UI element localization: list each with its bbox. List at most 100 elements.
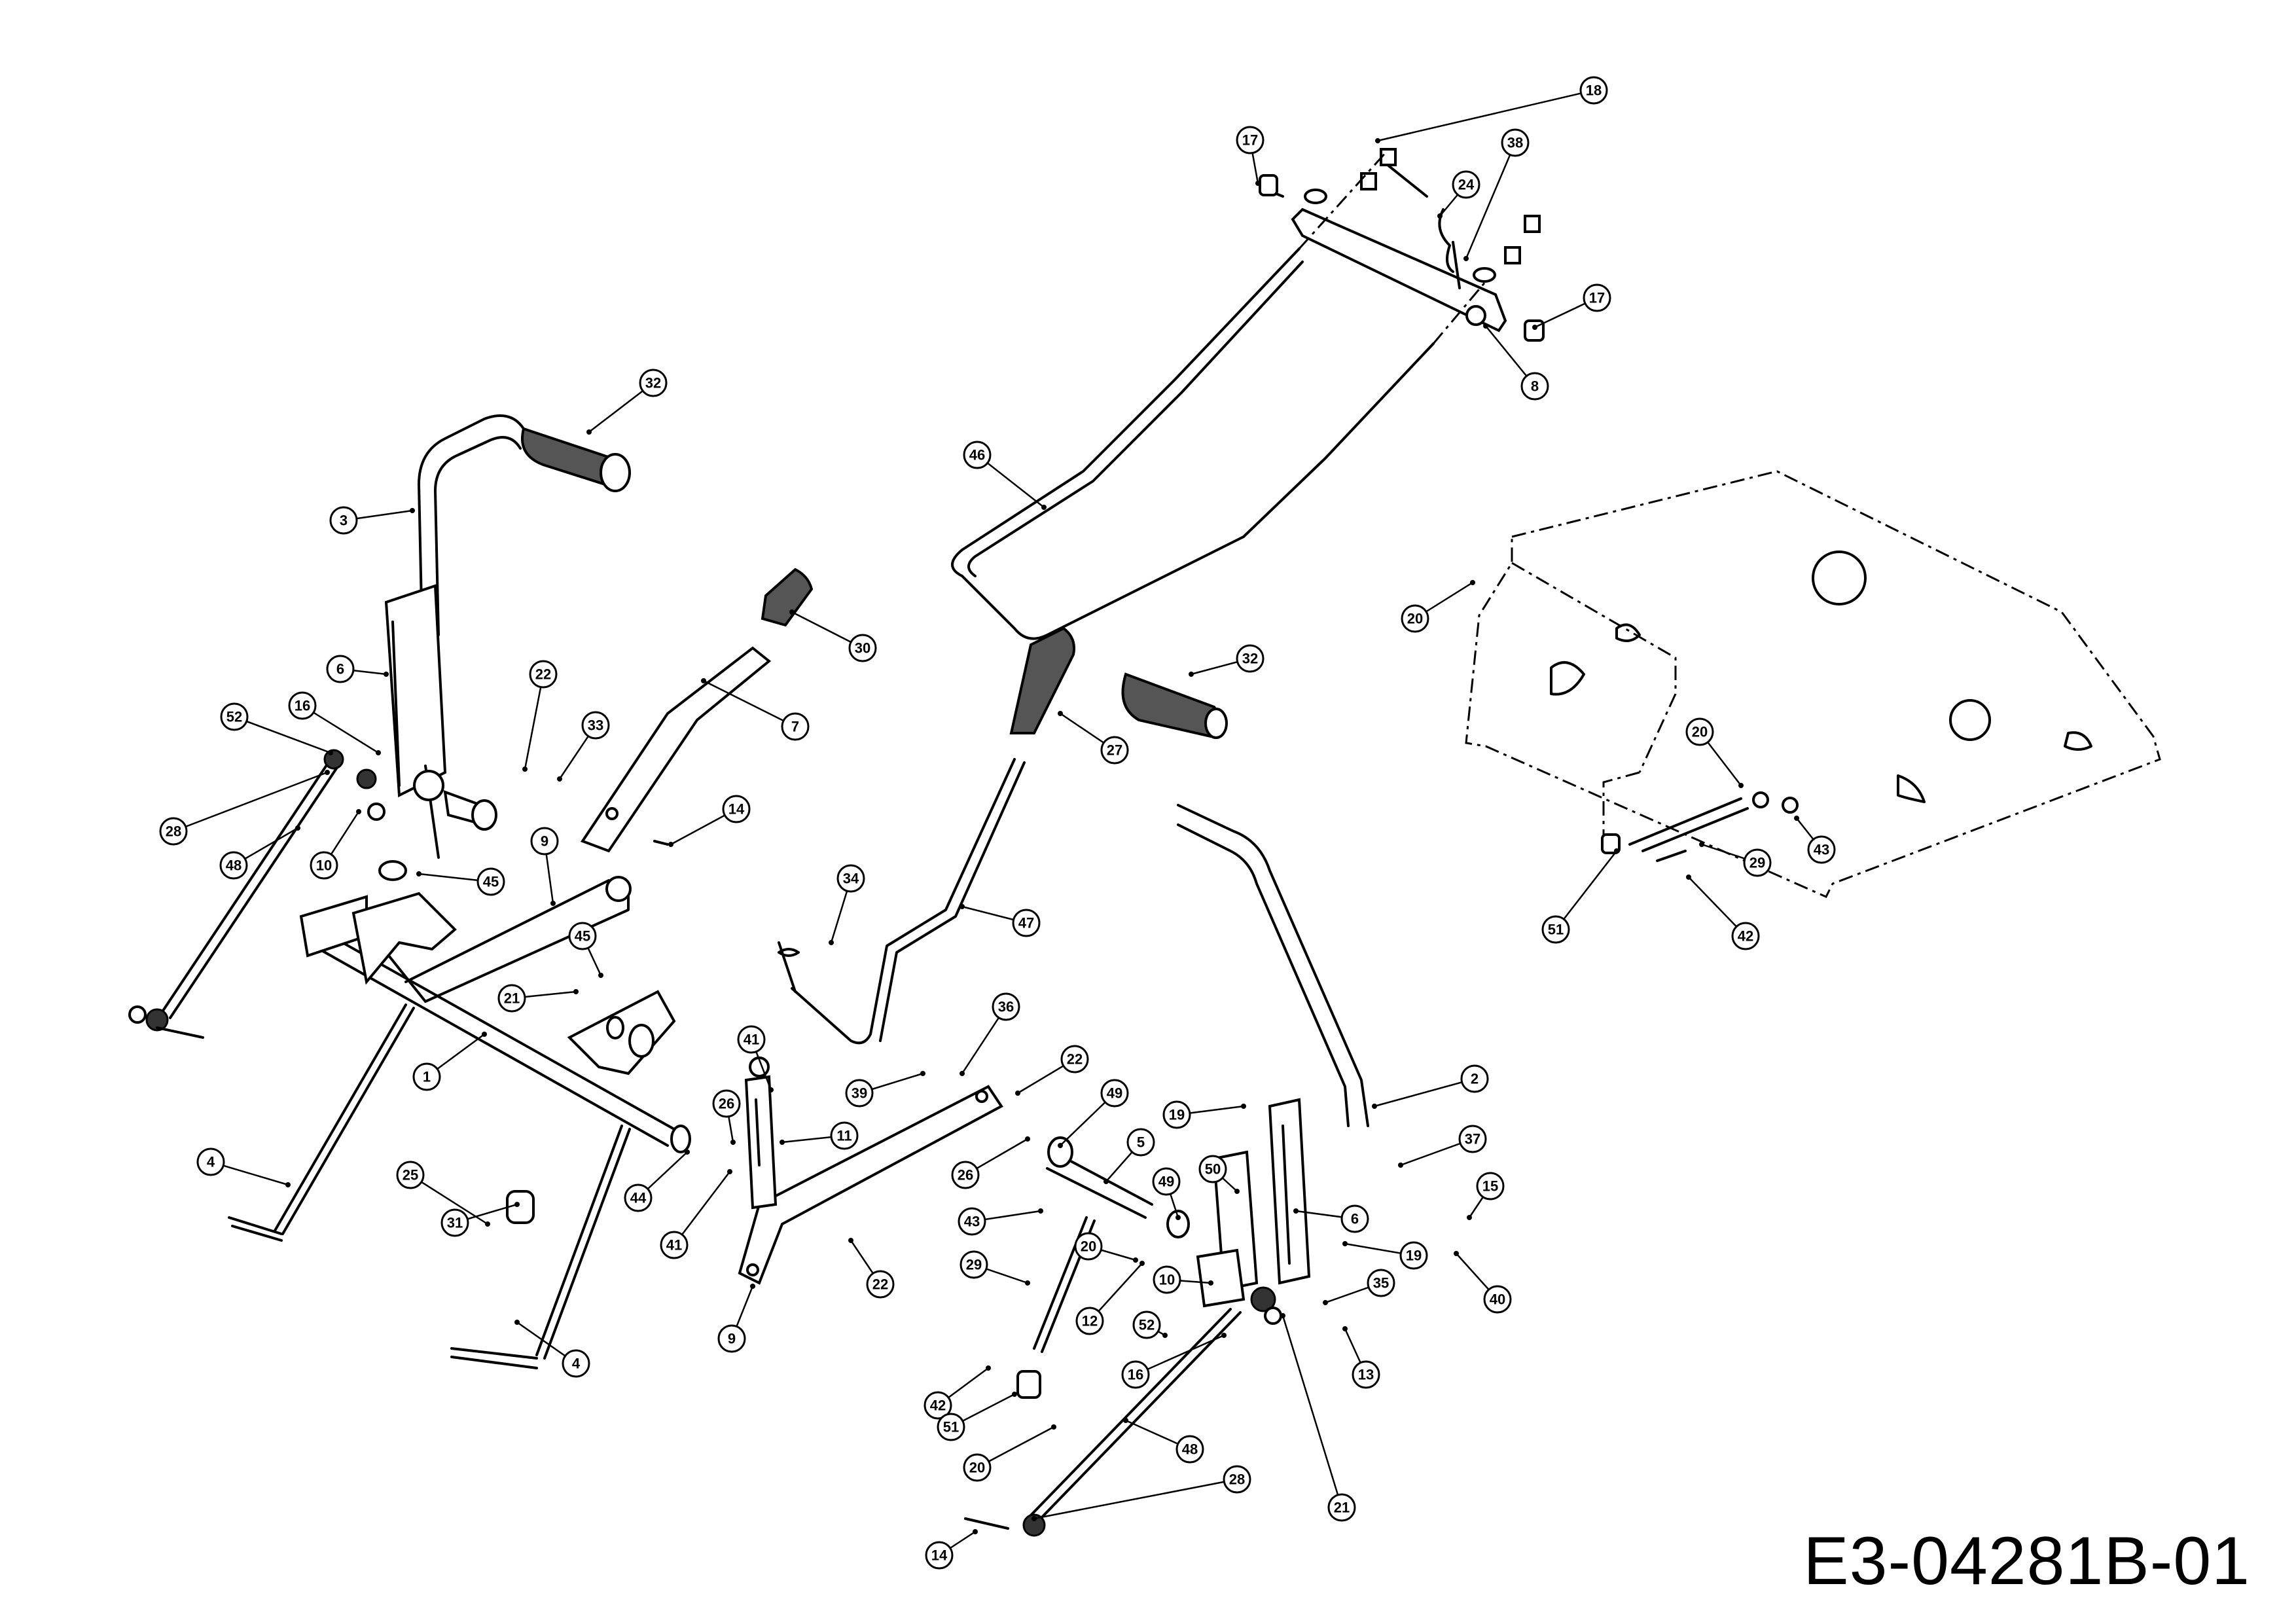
callout-circle — [924, 1391, 952, 1420]
callout-number: 16 — [1128, 1367, 1143, 1383]
leader-end-c34 — [829, 940, 834, 945]
callout-number: 6 — [336, 661, 344, 677]
callout-c46: 46 — [963, 441, 992, 469]
leader-end-c30 — [789, 609, 795, 615]
leader-end-c24 — [1437, 213, 1443, 219]
callout-circle — [925, 1541, 954, 1570]
leader-end-c43b — [1038, 1208, 1043, 1214]
callout-number: 10 — [316, 857, 332, 874]
callout-c7: 7 — [781, 712, 810, 741]
callout-circle — [1175, 1435, 1204, 1464]
callout-circle — [476, 867, 505, 896]
callout-c43b: 43 — [958, 1207, 986, 1236]
leader-end-c5 — [1103, 1179, 1109, 1184]
callout-c31: 31 — [440, 1208, 469, 1237]
callout-c8: 8 — [1520, 372, 1549, 401]
callout-number: 29 — [1749, 855, 1765, 871]
callout-circle — [937, 1413, 965, 1441]
callout-c28a: 28 — [159, 817, 188, 846]
leader-end-c9b — [750, 1284, 755, 1289]
leader-end-c4b — [514, 1320, 520, 1325]
leader-end-c51a — [1614, 848, 1619, 854]
callout-circle — [568, 922, 597, 950]
leader-end-c21b — [1280, 1313, 1285, 1318]
leader-end-c18a — [1375, 138, 1380, 143]
callout-number: 20 — [1081, 1238, 1096, 1255]
callout-circle — [1743, 848, 1772, 877]
leader-end-c3 — [410, 508, 415, 513]
callout-number: 41 — [666, 1237, 682, 1254]
leader-end-c20b — [1738, 783, 1744, 788]
rod-47 — [791, 758, 1026, 1045]
leader-end-c48b — [1123, 1418, 1128, 1423]
leader-end-c29b — [1025, 1280, 1030, 1286]
leader-c28a — [173, 771, 328, 833]
callout-c20a: 20 — [1401, 604, 1429, 633]
callout-circle — [329, 506, 358, 535]
leader-end-c49b — [1175, 1215, 1181, 1220]
callout-circle — [992, 992, 1020, 1021]
callout-c29b: 29 — [960, 1250, 988, 1279]
callout-c32a: 32 — [639, 369, 668, 397]
leader-c21b — [1282, 1315, 1343, 1508]
callout-c17b: 17 — [1583, 283, 1611, 312]
callout-c48b: 48 — [1175, 1435, 1204, 1464]
callout-number: 50 — [1205, 1161, 1221, 1178]
leader-c7 — [703, 679, 796, 728]
callout-number: 48 — [226, 857, 242, 874]
callout-number: 20 — [1692, 724, 1708, 740]
leader-end-c28a — [325, 770, 330, 775]
callout-circle — [1132, 1310, 1161, 1339]
callout-c6a: 6 — [326, 655, 355, 683]
callout-c21b: 21 — [1327, 1493, 1356, 1522]
callout-number: 33 — [588, 717, 603, 734]
leader-end-c21a — [573, 989, 579, 994]
callout-number: 3 — [340, 513, 348, 529]
leader-end-c29a — [1699, 842, 1704, 847]
leader-end-c8 — [1483, 323, 1488, 329]
u-frame-46 — [951, 149, 1487, 640]
callout-c36: 36 — [992, 992, 1020, 1021]
leader-end-c35 — [1323, 1300, 1328, 1305]
callout-c50: 50 — [1198, 1155, 1227, 1183]
callout-c35: 35 — [1367, 1269, 1395, 1297]
leader-end-c38 — [1463, 256, 1469, 261]
callout-c18a: 18 — [1579, 76, 1608, 105]
leader-end-c16a — [376, 750, 381, 755]
callout-circle — [848, 634, 877, 662]
callout-circle — [836, 864, 865, 893]
callout-c20c: 20 — [1074, 1232, 1103, 1261]
leader-c16a — [302, 704, 379, 754]
callout-number: 5 — [1137, 1134, 1145, 1151]
leader-c18a — [1377, 89, 1594, 142]
callout-number: 25 — [403, 1167, 418, 1183]
leader-c25 — [410, 1174, 488, 1225]
callout-circle — [1476, 1172, 1505, 1200]
callout-number: 2 — [1471, 1071, 1479, 1087]
callout-circle — [1223, 1465, 1251, 1494]
callout-circle — [396, 1161, 425, 1189]
slot-plate-11 — [744, 1056, 778, 1210]
callout-number: 20 — [1407, 611, 1423, 627]
callout-circle — [1100, 736, 1129, 765]
callout-circle — [1075, 1307, 1104, 1335]
callout-circle — [412, 1062, 441, 1091]
callout-number: 20 — [969, 1460, 985, 1476]
leader-end-c1 — [482, 1032, 487, 1037]
callout-number: 14 — [728, 801, 745, 818]
callout-c28b: 28 — [1223, 1465, 1251, 1494]
leader-end-c51b — [1012, 1392, 1017, 1397]
callout-number: 32 — [1242, 651, 1258, 667]
callout-number: 15 — [1482, 1178, 1498, 1195]
callout-circle — [529, 660, 558, 689]
callout-number: 26 — [958, 1167, 973, 1183]
right-link-rod-48 — [964, 1286, 1282, 1537]
callout-c3: 3 — [329, 506, 358, 535]
leader-end-c12 — [1139, 1261, 1145, 1266]
callout-circle — [1367, 1269, 1395, 1297]
callout-circle — [1060, 1045, 1089, 1074]
leader-end-c2 — [1372, 1104, 1377, 1109]
callout-circle — [1460, 1064, 1489, 1093]
callout-c22b: 22 — [1060, 1045, 1089, 1074]
callout-circle — [1483, 1285, 1512, 1314]
